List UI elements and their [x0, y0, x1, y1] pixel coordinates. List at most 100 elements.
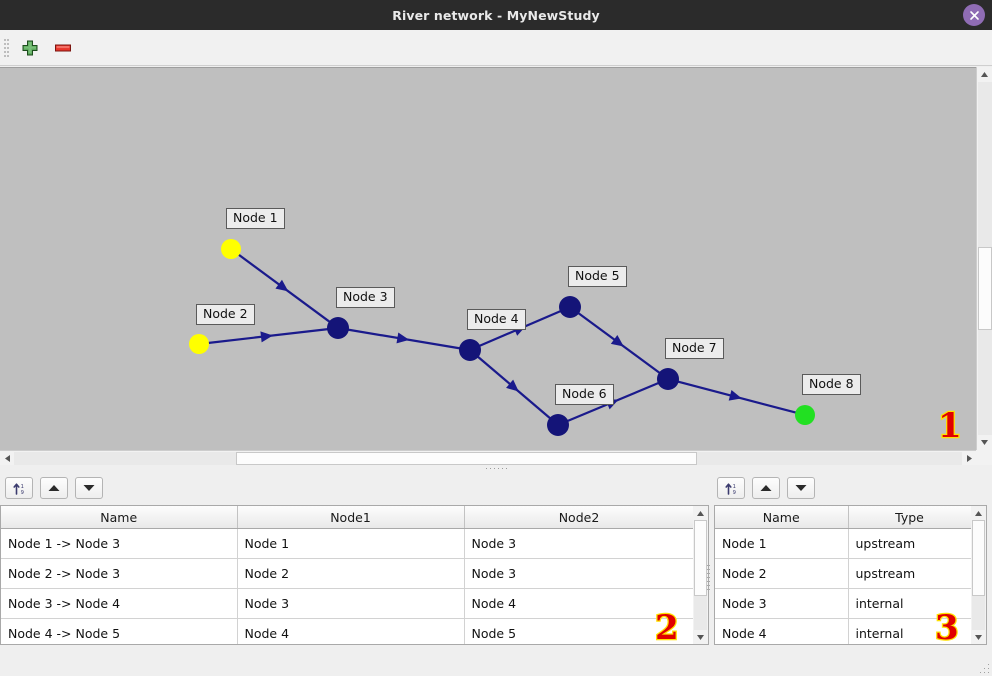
edge-arrowhead: [610, 334, 624, 347]
triangle-up-icon: [48, 485, 60, 491]
node-label-node-5[interactable]: Node 5: [568, 266, 627, 287]
canvas-horizontal-scrollbar[interactable]: [0, 450, 976, 465]
links-sort-button[interactable]: 1 9: [5, 477, 33, 499]
network-graph-canvas[interactable]: Node 1 Node 2 Node 3 Node 4 Node 5 Node 6 Node…: [0, 67, 992, 450]
node-label-node-1[interactable]: Node 1: [226, 208, 285, 229]
node-label-node-7[interactable]: Node 7: [665, 338, 724, 359]
nodes-table-scrollbar[interactable]: [971, 505, 987, 645]
table-cell[interactable]: Node 1 -> Node 3: [1, 528, 238, 559]
graph-node-node-8[interactable]: [795, 405, 815, 425]
table-cell[interactable]: upstream: [848, 558, 971, 589]
table-cell[interactable]: Node 2 -> Node 3: [1, 558, 238, 589]
graph-node-node-7[interactable]: [657, 368, 679, 390]
vertical-splitter[interactable]: [707, 565, 710, 590]
scroll-down-button[interactable]: [977, 435, 992, 450]
scroll-up-button[interactable]: [977, 67, 992, 82]
node-label-node-4[interactable]: Node 4: [467, 309, 526, 330]
scroll-thumb-vertical[interactable]: [978, 247, 992, 330]
left-pane-column-header[interactable]: Name: [1, 506, 238, 529]
table-cell[interactable]: Node 3: [715, 588, 849, 619]
table-cell[interactable]: internal: [848, 588, 971, 619]
triangle-down-icon: [83, 485, 95, 491]
graph-node-node-1[interactable]: [221, 239, 241, 259]
triangle-up-icon: [981, 72, 988, 77]
add-node-button[interactable]: [19, 37, 41, 59]
table-cell[interactable]: Node 1: [237, 528, 465, 559]
triangle-down-icon: [981, 440, 988, 445]
links-move-down-button[interactable]: [75, 477, 103, 499]
nodes-scroll-down-button[interactable]: [971, 630, 985, 644]
left-pane-column-header[interactable]: Node2: [464, 506, 693, 529]
node-label-node-3[interactable]: Node 3: [336, 287, 395, 308]
scroll-right-button[interactable]: [962, 451, 976, 465]
right-pane-column-header[interactable]: Name: [715, 506, 849, 529]
edge-arrowhead: [275, 279, 289, 292]
left-pane-column-header[interactable]: Node1: [237, 506, 465, 529]
links-scroll-thumb[interactable]: [694, 520, 707, 596]
nodes-scroll-up-button[interactable]: [971, 506, 985, 520]
toolbar-grip[interactable]: [4, 39, 9, 57]
triangle-left-icon: [4, 454, 10, 462]
window-resize-grip[interactable]: [980, 664, 989, 673]
graph-node-node-3[interactable]: [327, 317, 349, 339]
table-cell[interactable]: Node 4: [237, 618, 465, 644]
links-move-up-button[interactable]: [40, 477, 68, 499]
table-cell[interactable]: Node 4: [715, 618, 849, 644]
graph-node-node-2[interactable]: [189, 334, 209, 354]
table-cell[interactable]: Node 5: [464, 618, 693, 644]
graph-node-node-4[interactable]: [459, 339, 481, 361]
node-label-node-6[interactable]: Node 6: [555, 384, 614, 405]
table-cell[interactable]: Node 4: [464, 588, 693, 619]
table-cell[interactable]: Node 1: [715, 528, 849, 559]
svg-text:9: 9: [20, 490, 23, 496]
triangle-down-icon: [974, 634, 982, 640]
svg-text:1: 1: [20, 483, 23, 489]
graph-node-node-5[interactable]: [559, 296, 581, 318]
table-cell[interactable]: Node 3: [464, 558, 693, 589]
sort-ascending-icon: 1 9: [12, 482, 23, 496]
graph-node-node-6[interactable]: [547, 414, 569, 436]
table-cell[interactable]: Node 4 -> Node 5: [1, 618, 238, 644]
canvas-vertical-scrollbar[interactable]: [976, 67, 992, 450]
links-scroll-up-button[interactable]: [693, 506, 707, 520]
triangle-up-icon: [974, 510, 982, 516]
table-cell[interactable]: internal: [848, 618, 971, 644]
right-pane-column-header[interactable]: Type: [848, 506, 971, 529]
edge-arrowhead: [728, 389, 742, 401]
nodes-move-up-button[interactable]: [752, 477, 780, 499]
horizontal-splitter[interactable]: [0, 465, 992, 473]
table-cell[interactable]: upstream: [848, 528, 971, 559]
node-label-node-2[interactable]: Node 2: [196, 304, 255, 325]
close-icon: [969, 10, 979, 20]
scroll-thumb-horizontal[interactable]: [236, 452, 697, 465]
links-toolbar: 1 9: [0, 473, 103, 503]
triangle-down-icon: [795, 485, 807, 491]
nodes-move-down-button[interactable]: [787, 477, 815, 499]
nodes-scroll-thumb[interactable]: [972, 520, 985, 596]
links-table-scrollbar[interactable]: [693, 505, 709, 645]
table-cell[interactable]: Node 3 -> Node 4: [1, 588, 238, 619]
edge-arrowhead: [506, 379, 519, 392]
table-cell[interactable]: Node 2: [237, 558, 465, 589]
table-cell[interactable]: Node 3: [237, 588, 465, 619]
nodes-sort-button[interactable]: 1 9: [717, 477, 745, 499]
table-cell[interactable]: Node 3: [464, 528, 693, 559]
delete-node-button[interactable]: [52, 37, 74, 59]
node-label-node-8[interactable]: Node 8: [802, 374, 861, 395]
scroll-left-button[interactable]: [0, 451, 14, 465]
window-titlebar: River network - MyNewStudy: [0, 0, 992, 30]
table-cell[interactable]: Node 2: [715, 558, 849, 589]
links-scroll-down-button[interactable]: [693, 630, 707, 644]
close-button[interactable]: [963, 4, 985, 26]
